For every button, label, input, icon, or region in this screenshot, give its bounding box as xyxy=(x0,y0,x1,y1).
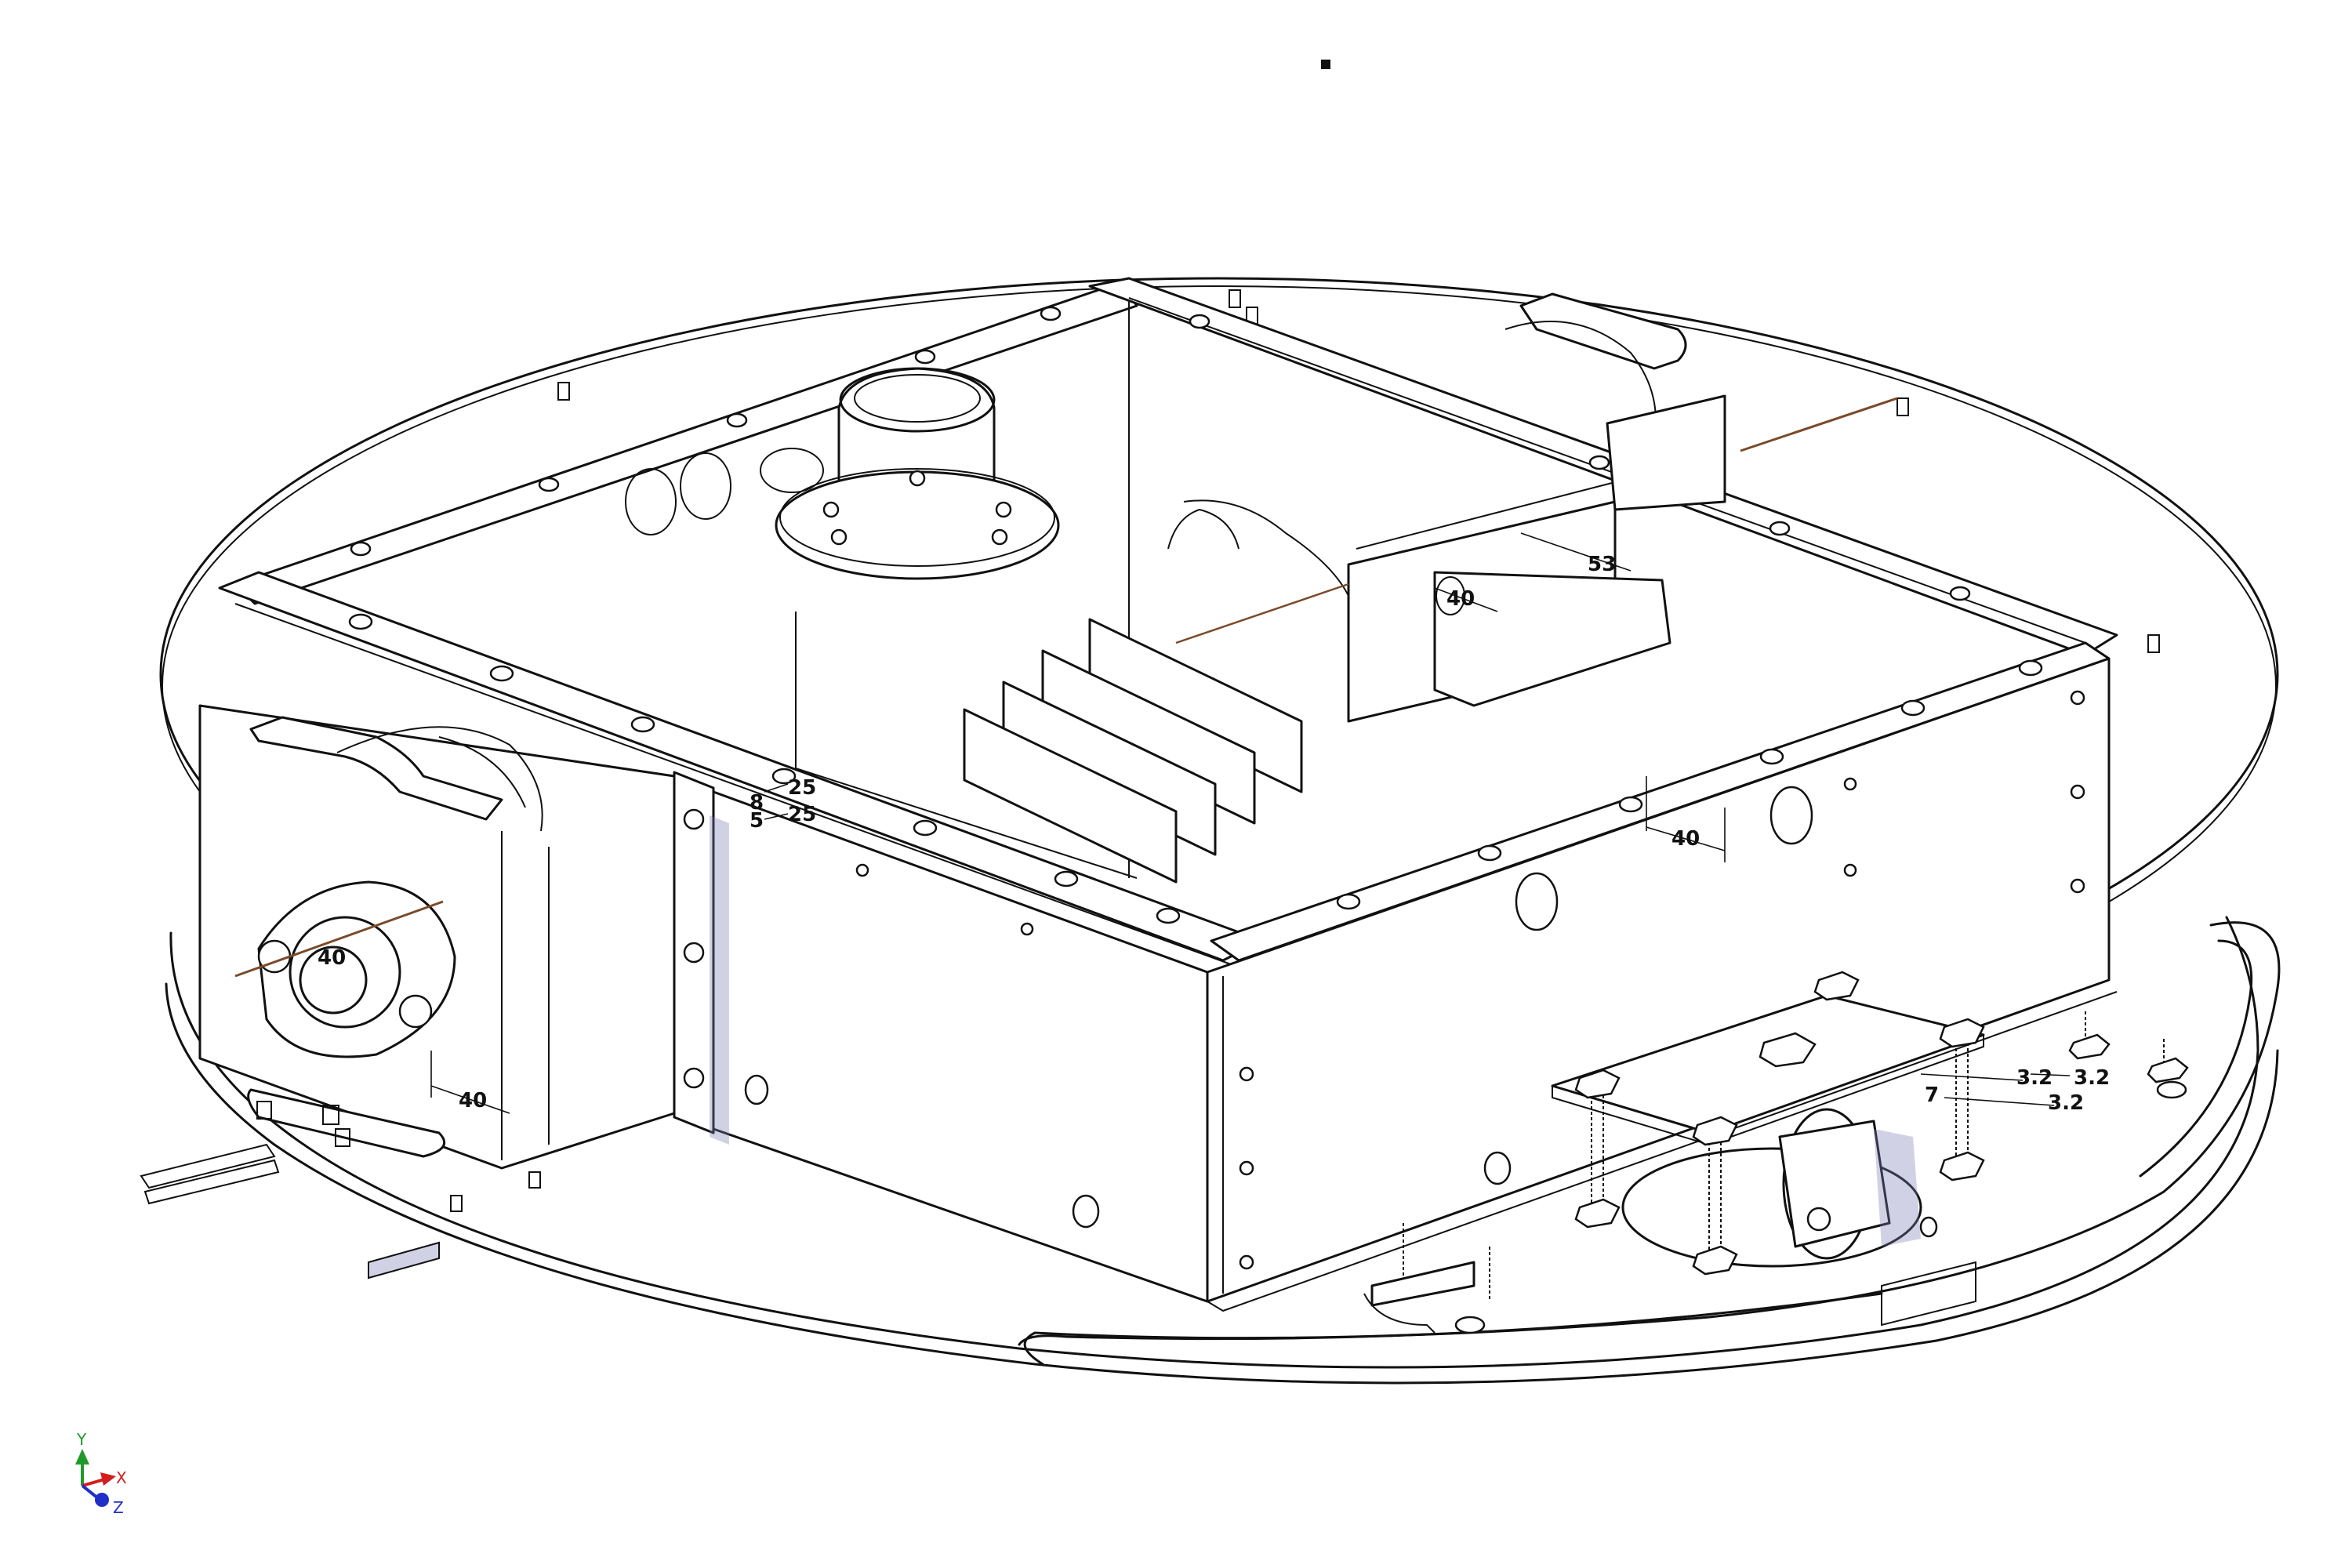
dimension-label: 3.2 xyxy=(2016,1066,2053,1090)
flange-bearing xyxy=(257,880,456,1058)
dimension-label: 40 xyxy=(1446,587,1475,611)
coordinate-triad: Y X Z xyxy=(75,1430,127,1517)
disk-pin xyxy=(2147,634,2160,653)
triad-z-label: Z xyxy=(113,1498,124,1517)
castor-assembly xyxy=(1363,971,2189,1334)
disk-pin xyxy=(1896,397,1909,416)
dimension-label: 3.2 xyxy=(2048,1091,2084,1115)
shaft-rod xyxy=(234,900,444,978)
dimension-label: 40 xyxy=(459,1089,487,1112)
dimension-label: 40 xyxy=(1671,827,1700,851)
base-plate xyxy=(165,916,2281,1385)
threaded-rods xyxy=(1403,1011,2165,1301)
interior-components xyxy=(625,292,1898,884)
dimension-label: 40 xyxy=(318,946,346,970)
dimension-label: 3.2 xyxy=(2074,1066,2110,1090)
dimension-label: 25 xyxy=(788,803,816,826)
disk-pin xyxy=(1229,289,1241,308)
dimension-label: 25 xyxy=(788,776,816,800)
disk-pin xyxy=(557,382,570,401)
dimension-label: 8 xyxy=(750,791,764,815)
shaft-rod-right xyxy=(1740,397,1898,452)
dimension-label: 5 xyxy=(750,809,764,833)
main-enclosure xyxy=(140,277,2118,1312)
x-arrow-icon xyxy=(100,1472,116,1486)
y-arrow-icon xyxy=(75,1449,89,1465)
z-arrow-icon xyxy=(95,1493,109,1507)
dimension-label: 53 xyxy=(1588,553,1616,576)
triad-y-label: Y xyxy=(76,1430,87,1449)
dimension-label: 7 xyxy=(1925,1083,1939,1107)
triad-x-label: X xyxy=(116,1468,127,1487)
selection-marker xyxy=(1321,60,1330,69)
dimension-annotations: 53 40 40 40 8 25 25 5 3.2 3.2 3.2 7 40 xyxy=(318,532,2110,1115)
